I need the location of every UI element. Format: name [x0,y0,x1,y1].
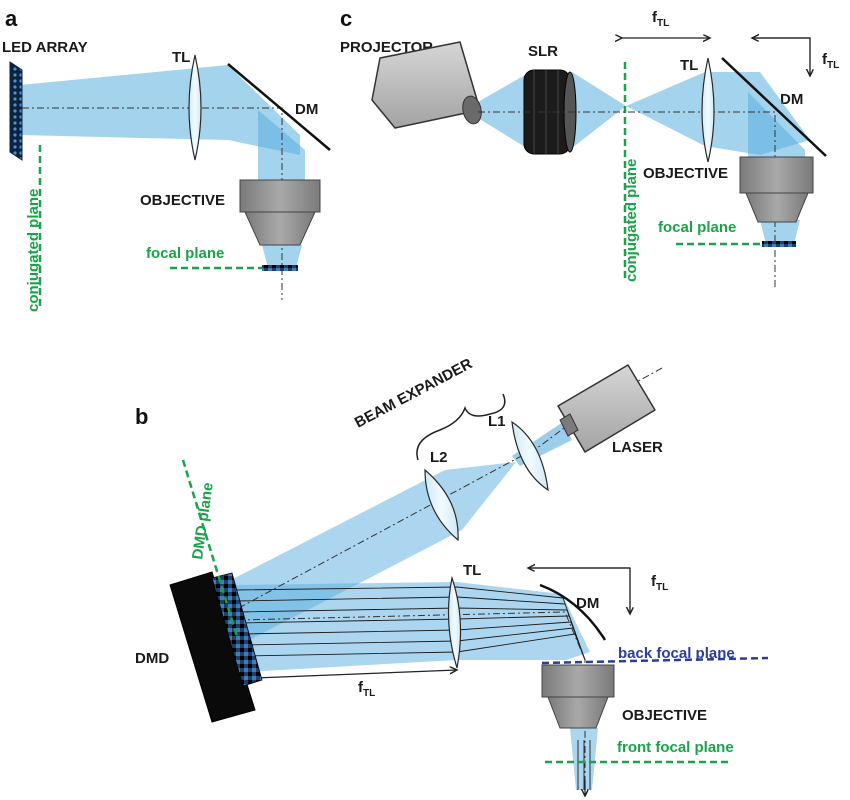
ftl-label-c-2: fTL [822,51,839,71]
lens-l2 [424,468,459,542]
tl-label-b: TL [463,562,481,579]
panel-b: b BEAM EXPANDER L1 L2 LASER DMD DMD plan… [135,355,769,796]
led-array-label: LED ARRAY [2,39,88,56]
panel-c: c PROJECTOR SLR TL DM OBJECTIVE focal pl… [340,6,839,290]
objective-body-c [739,156,814,194]
back-focal-plane-line [541,656,769,665]
ftl-label-c-1: fTL [652,9,669,29]
led-array [9,61,23,161]
beam-a-vertical [258,110,305,182]
ftl-dimension-c-corner: fTL [752,38,839,76]
objective-nose-b [547,696,609,729]
beam-expander-bracket [416,393,506,461]
tube-lens-a [188,54,202,161]
dmd-device [169,571,263,723]
back-focal-plane-label: back focal plane [618,645,735,662]
tube-lens-c [701,57,715,163]
tl-label-c: TL [680,57,698,74]
l2-label: L2 [430,449,448,466]
dm-label-b: DM [576,595,599,612]
focal-plane-label-a: focal plane [146,245,224,262]
projector-lens [462,95,482,125]
conjugated-plane-label-c: conjugated plane [623,159,640,282]
beam-c-projector [478,72,530,150]
dichroic-mirror-a [227,63,331,151]
ftl-dimension-c-horizontal: fTL [622,9,710,38]
beam-c-focus [760,220,800,244]
panel-c-letter: c [340,6,352,31]
dmd-label: DMD [135,650,169,667]
optical-axis-c [478,111,776,290]
lens-l1 [511,420,549,492]
ftl-dimension-b-corner [528,568,630,614]
objective-body-a [239,179,321,213]
projector-body [371,41,481,129]
objective-label-a: OBJECTIVE [140,192,225,209]
dichroic-mirror-c [721,57,827,157]
focal-plane-label-c: focal plane [658,219,736,236]
slr-label: SLR [528,43,558,60]
ftl-label-b-2: fTL [358,679,375,699]
conjugated-plane-label-a: conjugated plane [25,189,42,312]
sample-pattern-a [262,265,298,271]
dmd-plane-line [181,459,240,641]
dm-label-a: DM [295,101,318,118]
objective-label-b: OBJECTIVE [622,707,707,724]
objective-nose-c [745,192,809,223]
sample-pattern-c [762,241,796,247]
panel-b-letter: b [135,404,148,429]
laser-label: LASER [612,439,663,456]
objective-nose-a [244,211,316,246]
panel-a: a LED ARRAY TL DM OBJECTIVE focal plane … [2,6,331,312]
beam-b-reflected [232,582,590,672]
laser-body [557,364,656,453]
tube-lens-b [447,575,462,669]
tl-label-a: TL [172,49,190,66]
dm-label-c: DM [780,91,803,108]
beam-c-converge [572,72,626,148]
panel-a-letter: a [5,6,18,31]
ftl-dimension-b-horizontal [255,670,457,678]
front-focal-plane-label: front focal plane [617,739,734,756]
objective-body-b [541,664,615,698]
beam-a-horizontal [20,65,300,155]
beam-c-vertical [748,92,805,158]
objective-label-c: OBJECTIVE [643,165,728,182]
ftl-label-b-1: fTL [651,573,668,593]
dichroic-mirror-b [539,583,607,641]
l1-label: L1 [488,413,506,430]
